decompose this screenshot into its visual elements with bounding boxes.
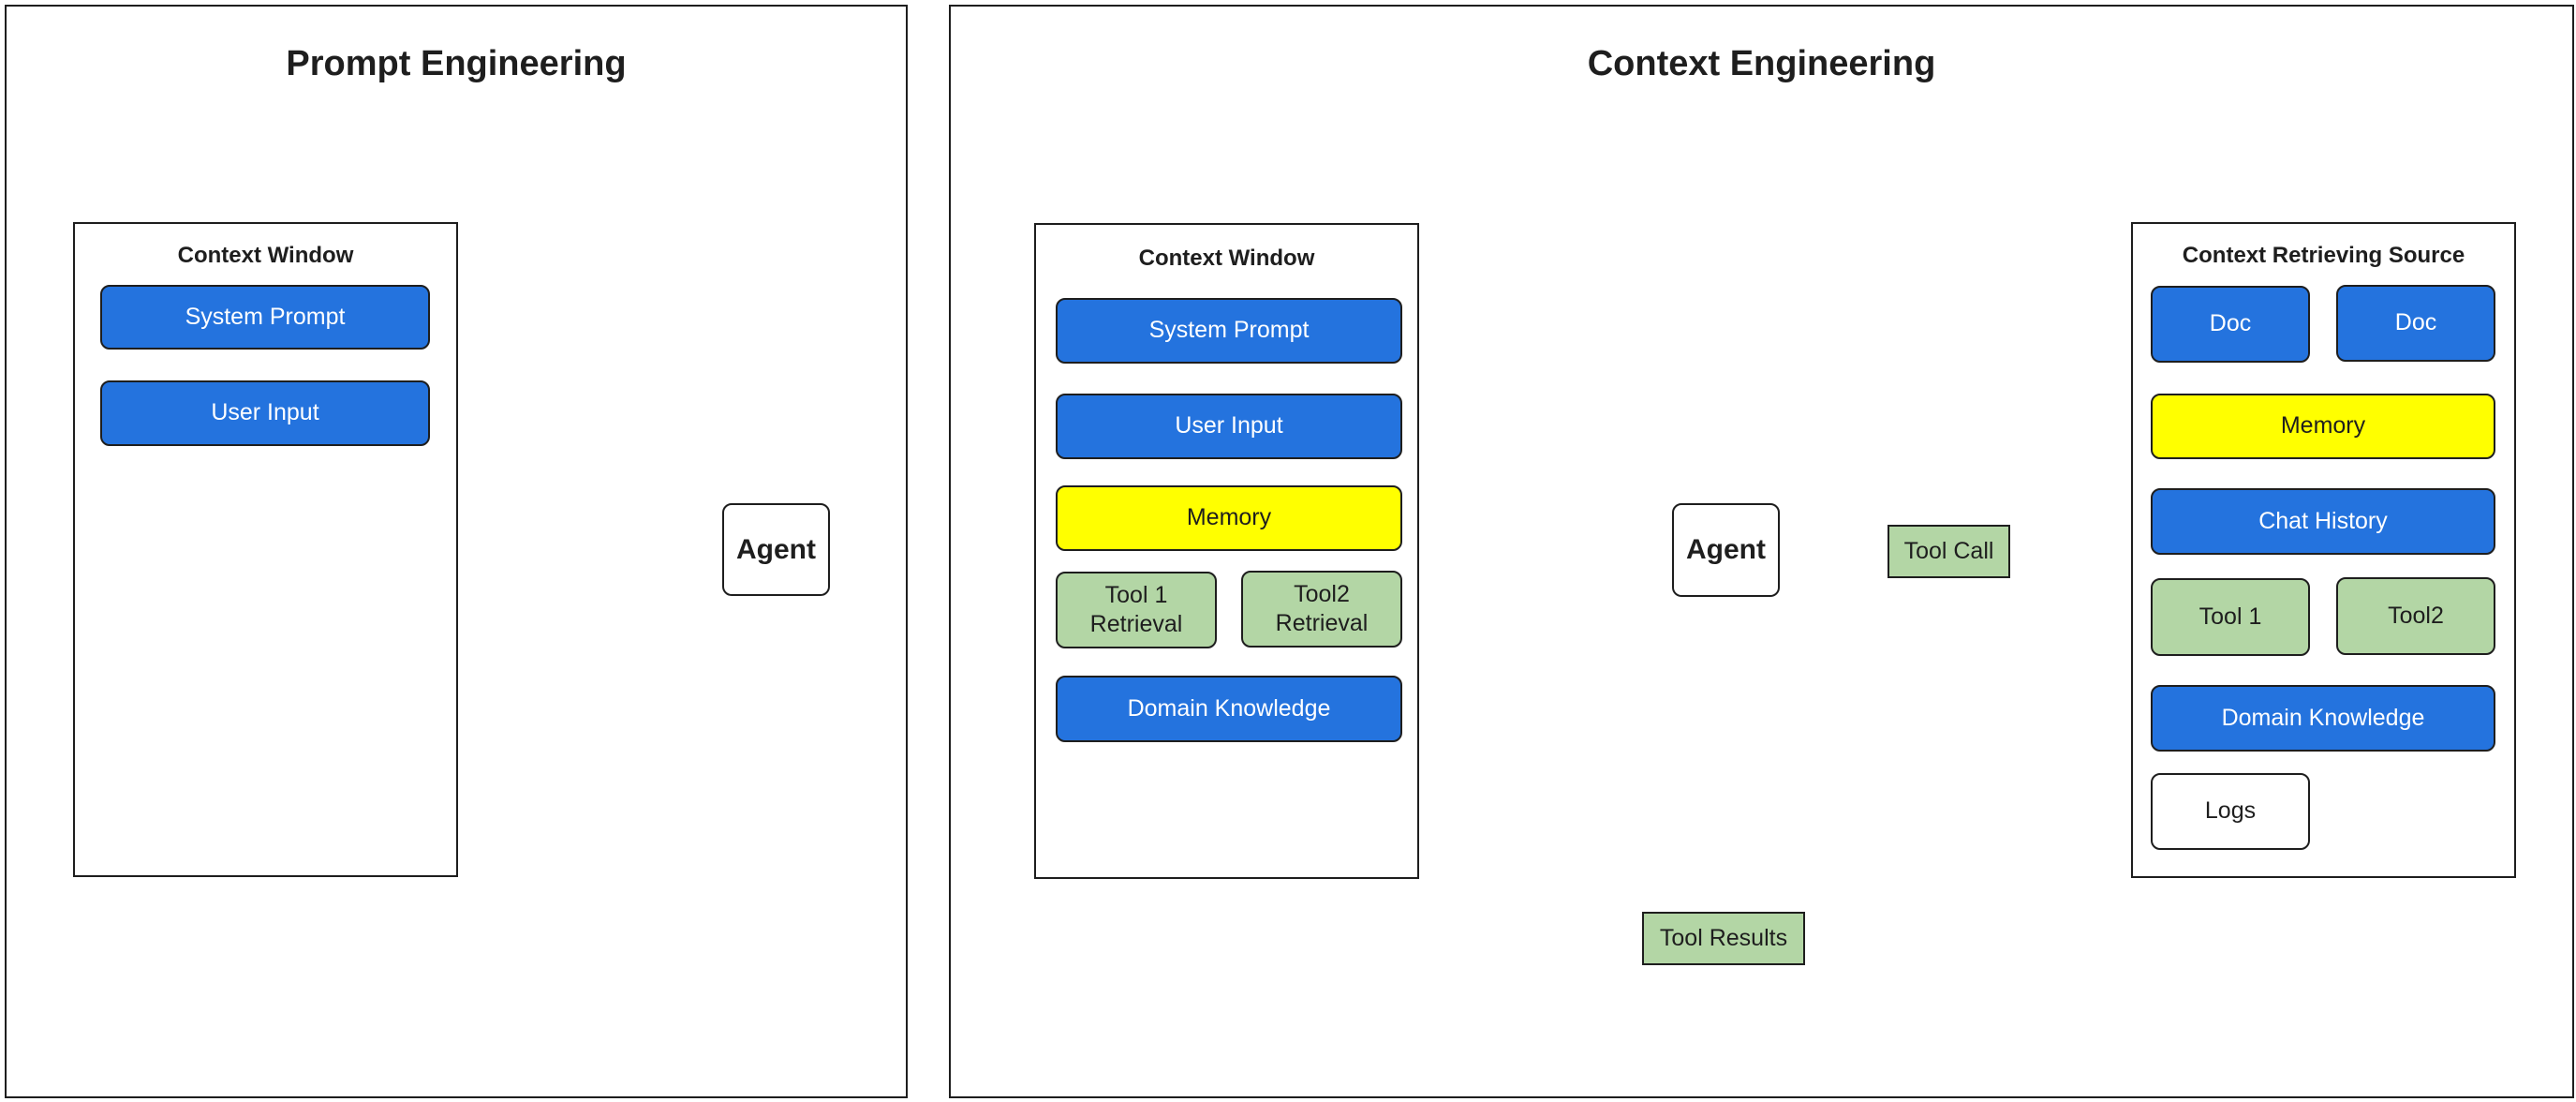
tool2-retrieval-block: Tool2 Retrieval — [1241, 571, 1402, 648]
system-prompt-block: System Prompt — [100, 285, 430, 350]
agent-node: Agent — [1672, 503, 1780, 597]
frame-title: Context Window — [177, 243, 354, 268]
domain-knowledge-block: Domain Knowledge — [1056, 676, 1402, 742]
domain-knowledge-block: Domain Knowledge — [2151, 685, 2495, 752]
chat-history-block: Chat History — [2151, 488, 2495, 555]
system-prompt-block: System Prompt — [1056, 298, 1402, 364]
user-input-block: User Input — [100, 380, 430, 446]
panel-title: Prompt Engineering — [286, 44, 627, 83]
user-input-block: User Input — [1056, 394, 1402, 459]
tool-call-label: Tool Call — [1888, 525, 2010, 578]
frame-title: Context Window — [1138, 246, 1315, 271]
tool1-block: Tool 1 — [2151, 578, 2310, 656]
logs-block: Logs — [2151, 773, 2310, 850]
memory-block: Memory — [2151, 394, 2495, 459]
doc-block-1: Doc — [2151, 286, 2310, 363]
panel-title: Context Engineering — [1587, 44, 1936, 83]
frame-title: Context Retrieving Source — [2182, 243, 2465, 268]
memory-block: Memory — [1056, 485, 1402, 551]
tool1-retrieval-block: Tool 1 Retrieval — [1056, 572, 1217, 648]
doc-block-2: Doc — [2336, 285, 2495, 362]
tool2-block: Tool2 — [2336, 577, 2495, 655]
tool-results-label: Tool Results — [1642, 912, 1805, 965]
agent-node: Agent — [722, 503, 830, 596]
